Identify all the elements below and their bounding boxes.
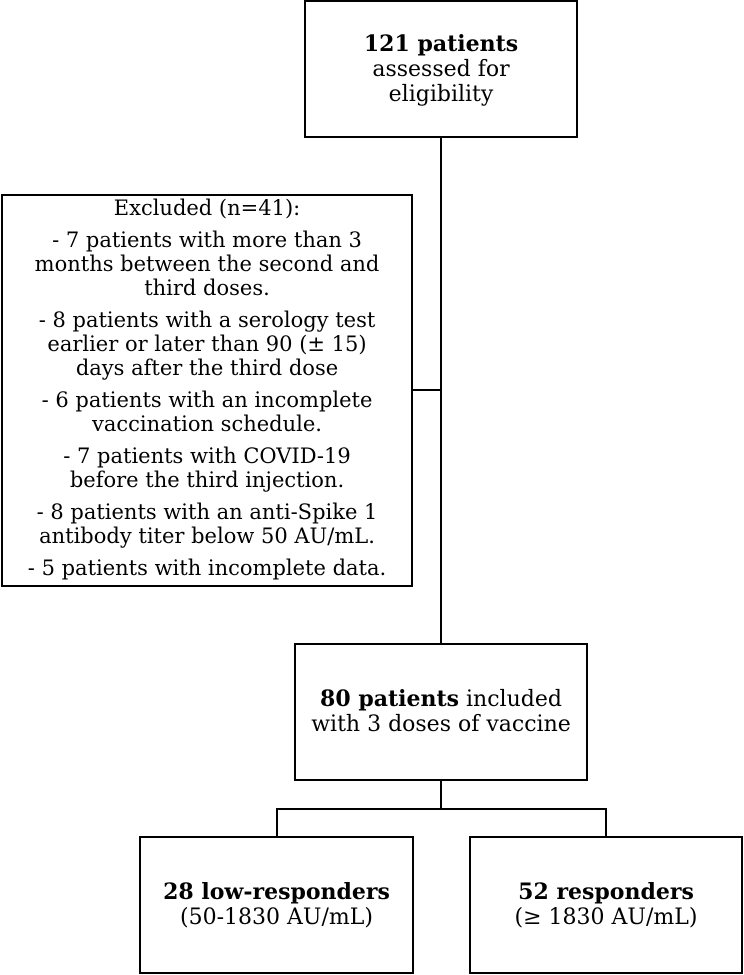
excluded-item-line: - 8 patients with a serology test xyxy=(38,308,376,332)
excluded-item-line: - 6 patients with an incomplete xyxy=(41,388,373,412)
connector-included-down xyxy=(440,781,442,809)
excluded-item-line: - 8 patients with an anti-Spike 1 xyxy=(36,500,378,524)
excluded-item-line: - 7 patients with more than 3 xyxy=(52,228,362,252)
excluded-item-line: - 7 patients with COVID-19 xyxy=(63,444,351,468)
low-responders-count: 28 low-responders xyxy=(163,879,390,905)
excluded-item-line: earlier or later than 90 (± 15) xyxy=(47,332,367,356)
excluded-item-line: - 5 patients with incomplete data. xyxy=(27,556,387,580)
connector-split-horizontal xyxy=(276,808,607,810)
connector-low-responders xyxy=(276,808,278,836)
assessed-box: 121 patients assessed for eligibility xyxy=(304,0,578,138)
connector-excluded xyxy=(413,389,442,391)
excluded-item-line: vaccination schedule. xyxy=(92,412,322,436)
excluded-item-line: third doses. xyxy=(144,276,270,300)
included-label: included xyxy=(459,687,562,712)
connector-responders xyxy=(605,808,607,836)
low-responders-range: (50-1830 AU/mL) xyxy=(180,905,373,930)
included-box: 80 patients included with 3 doses of vac… xyxy=(294,643,588,781)
assessed-line2: eligibility xyxy=(388,81,494,107)
excluded-item-line: before the third injection. xyxy=(69,468,345,492)
assessed-line1: assessed for xyxy=(372,56,510,82)
excluded-item-line: antibody titer below 50 AU/mL. xyxy=(39,524,375,548)
included-line2: with 3 doses of vaccine xyxy=(311,712,571,737)
assessed-count: 121 patients xyxy=(363,30,519,57)
excluded-item-line: months between the second and xyxy=(34,252,380,276)
low-responders-box: 28 low-responders (50-1830 AU/mL) xyxy=(139,836,414,974)
responders-box: 52 responders (≥ 1830 AU/mL) xyxy=(469,836,743,974)
excluded-box: Excluded (n=41): - 7 patients with more … xyxy=(1,194,413,587)
responders-range: (≥ 1830 AU/mL) xyxy=(514,905,698,930)
responders-count: 52 responders xyxy=(518,879,694,905)
included-line1: 80 patients included xyxy=(320,686,562,713)
excluded-title: Excluded (n=41): xyxy=(113,196,301,220)
included-count: 80 patients xyxy=(320,686,460,712)
excluded-item-line: days after the third dose xyxy=(75,356,339,380)
